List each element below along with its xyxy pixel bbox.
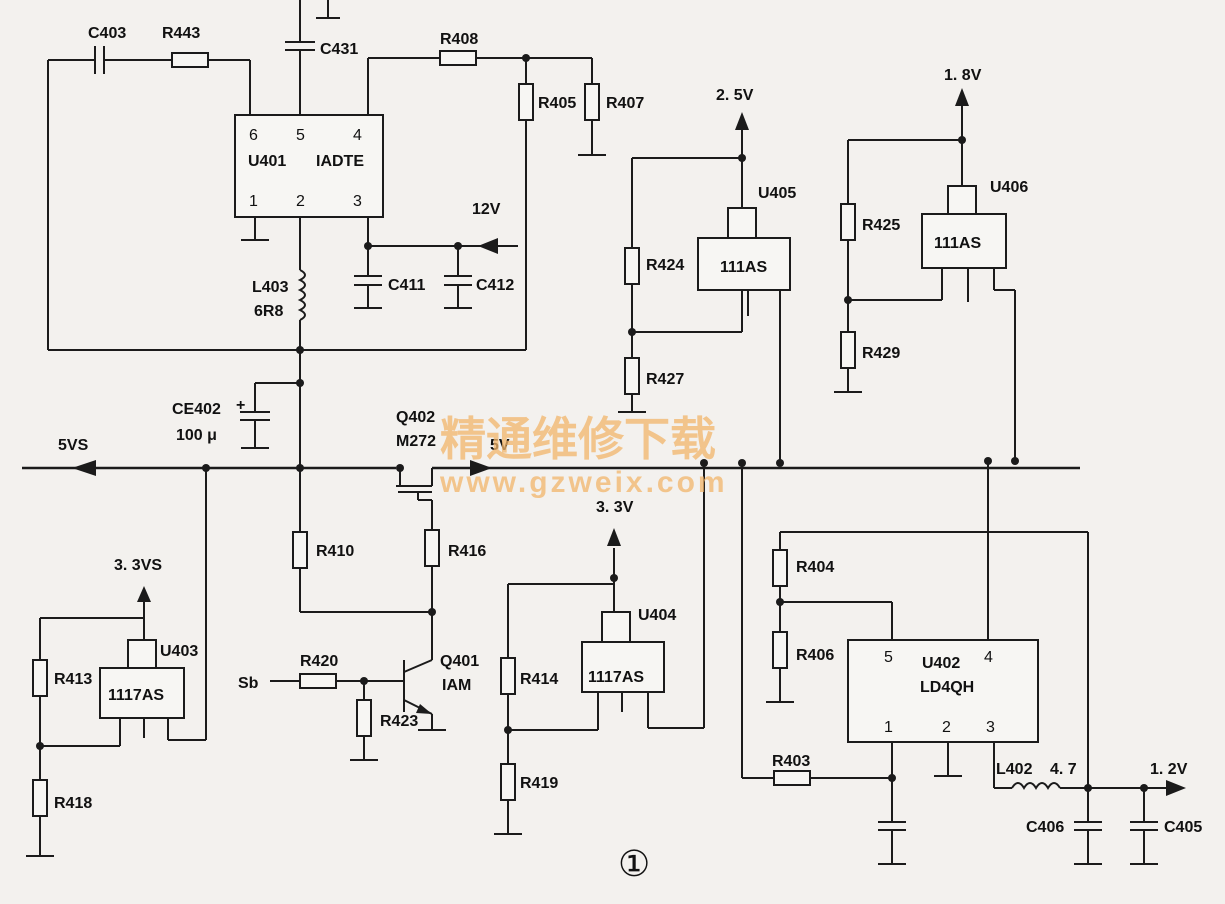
label-c411: C411 xyxy=(388,277,425,294)
switch-control xyxy=(270,468,446,761)
label-u405: U405 xyxy=(758,185,796,202)
pin-u402-2: 2 xyxy=(942,719,951,736)
pin-u401-3: 3 xyxy=(353,193,362,210)
label-u404: U404 xyxy=(638,607,676,624)
net-5vs: 5VS xyxy=(58,437,89,454)
label-r424: R424 xyxy=(646,257,684,274)
label-c403: C403 xyxy=(88,25,126,42)
label-r425: R425 xyxy=(862,217,900,234)
net-3v3: 3. 3V xyxy=(596,499,634,516)
label-r420: R420 xyxy=(300,653,338,670)
label-u403-type: 1117AS xyxy=(108,687,164,704)
net-12v: 12V xyxy=(472,201,501,218)
label-r407: R407 xyxy=(606,95,644,112)
net-3v3vs: 3. 3VS xyxy=(114,557,162,574)
label-l402: L402 xyxy=(996,761,1033,778)
label-c405: C405 xyxy=(1164,819,1202,836)
pin-u401-2: 2 xyxy=(296,193,305,210)
label-l403-value: 6R8 xyxy=(254,303,283,320)
label-u402-type: LD4QH xyxy=(920,679,974,696)
label-r405: R405 xyxy=(538,95,576,112)
label-r418: R418 xyxy=(54,795,92,812)
label-r406: R406 xyxy=(796,647,834,664)
label-q401: Q401 xyxy=(440,653,479,670)
label-r408: R408 xyxy=(440,31,478,48)
label-r427: R427 xyxy=(646,371,684,388)
label-u402: U402 xyxy=(922,655,960,672)
labels: C403 R443 C431 R408 R405 R407 6 5 4 U401… xyxy=(54,25,1202,885)
label-u401: U401 xyxy=(248,153,286,170)
pin-u401-5: 5 xyxy=(296,127,305,144)
label-u404-type: 1117AS xyxy=(588,669,644,686)
label-u405-type: 111AS xyxy=(720,259,767,276)
label-r404: R404 xyxy=(796,559,834,576)
u403-regulator xyxy=(26,468,207,857)
label-r416: R416 xyxy=(448,543,486,560)
label-q402-type: M272 xyxy=(396,433,436,450)
u401-block xyxy=(47,0,606,468)
label-c412: C412 xyxy=(476,277,514,294)
label-r419: R419 xyxy=(520,775,558,792)
watermark-url: www.gzweix.com xyxy=(439,466,728,499)
watermark: 精通维修下载 www.gzweix.com xyxy=(439,412,728,499)
label-r443: R443 xyxy=(162,25,200,42)
label-u406: U406 xyxy=(990,179,1028,196)
label-r413: R413 xyxy=(54,671,92,688)
label-r403: R403 xyxy=(772,753,810,770)
net-2v5: 2. 5V xyxy=(716,87,754,104)
pin-u402-3: 3 xyxy=(986,719,995,736)
pin-u402-1: 1 xyxy=(884,719,893,736)
label-u406-type: 111AS xyxy=(934,235,981,252)
label-r414: R414 xyxy=(520,671,558,688)
net-1v2: 1. 2V xyxy=(1150,761,1188,778)
net-sb: Sb xyxy=(238,675,259,692)
ce402-capacitor xyxy=(240,379,304,449)
label-q402: Q402 xyxy=(396,409,435,426)
label-l402-value: 4. 7 xyxy=(1050,761,1077,778)
label-r423: R423 xyxy=(380,713,418,730)
u406-regulator xyxy=(834,88,1016,461)
label-l403: L403 xyxy=(252,279,289,296)
label-r429: R429 xyxy=(862,345,900,362)
pin-u402-4: 4 xyxy=(984,649,993,666)
u404-regulator xyxy=(494,463,705,835)
pin-u402-5: 5 xyxy=(884,649,893,666)
net-1v8: 1. 8V xyxy=(944,67,982,84)
label-r410: R410 xyxy=(316,543,354,560)
label-ce402-value: 100 μ xyxy=(176,427,217,444)
pin-u401-1: 1 xyxy=(249,193,258,210)
net-5v: 5V xyxy=(490,437,510,454)
label-c431: C431 xyxy=(320,41,358,58)
label-ce402: CE402 xyxy=(172,401,221,418)
label-u403: U403 xyxy=(160,643,198,660)
figure-marker: ① xyxy=(618,844,650,885)
label-c406: C406 xyxy=(1026,819,1064,836)
u402-regulator xyxy=(741,461,1186,865)
pin-u401-6: 6 xyxy=(249,127,258,144)
pin-u401-4: 4 xyxy=(353,127,362,144)
u405-regulator xyxy=(618,112,791,463)
label-q401-type: IAM xyxy=(442,677,471,694)
label-u401-type: IADTE xyxy=(316,153,364,170)
watermark-chinese: 精通维修下载 xyxy=(440,412,716,466)
ce402-plus: + xyxy=(236,397,245,414)
